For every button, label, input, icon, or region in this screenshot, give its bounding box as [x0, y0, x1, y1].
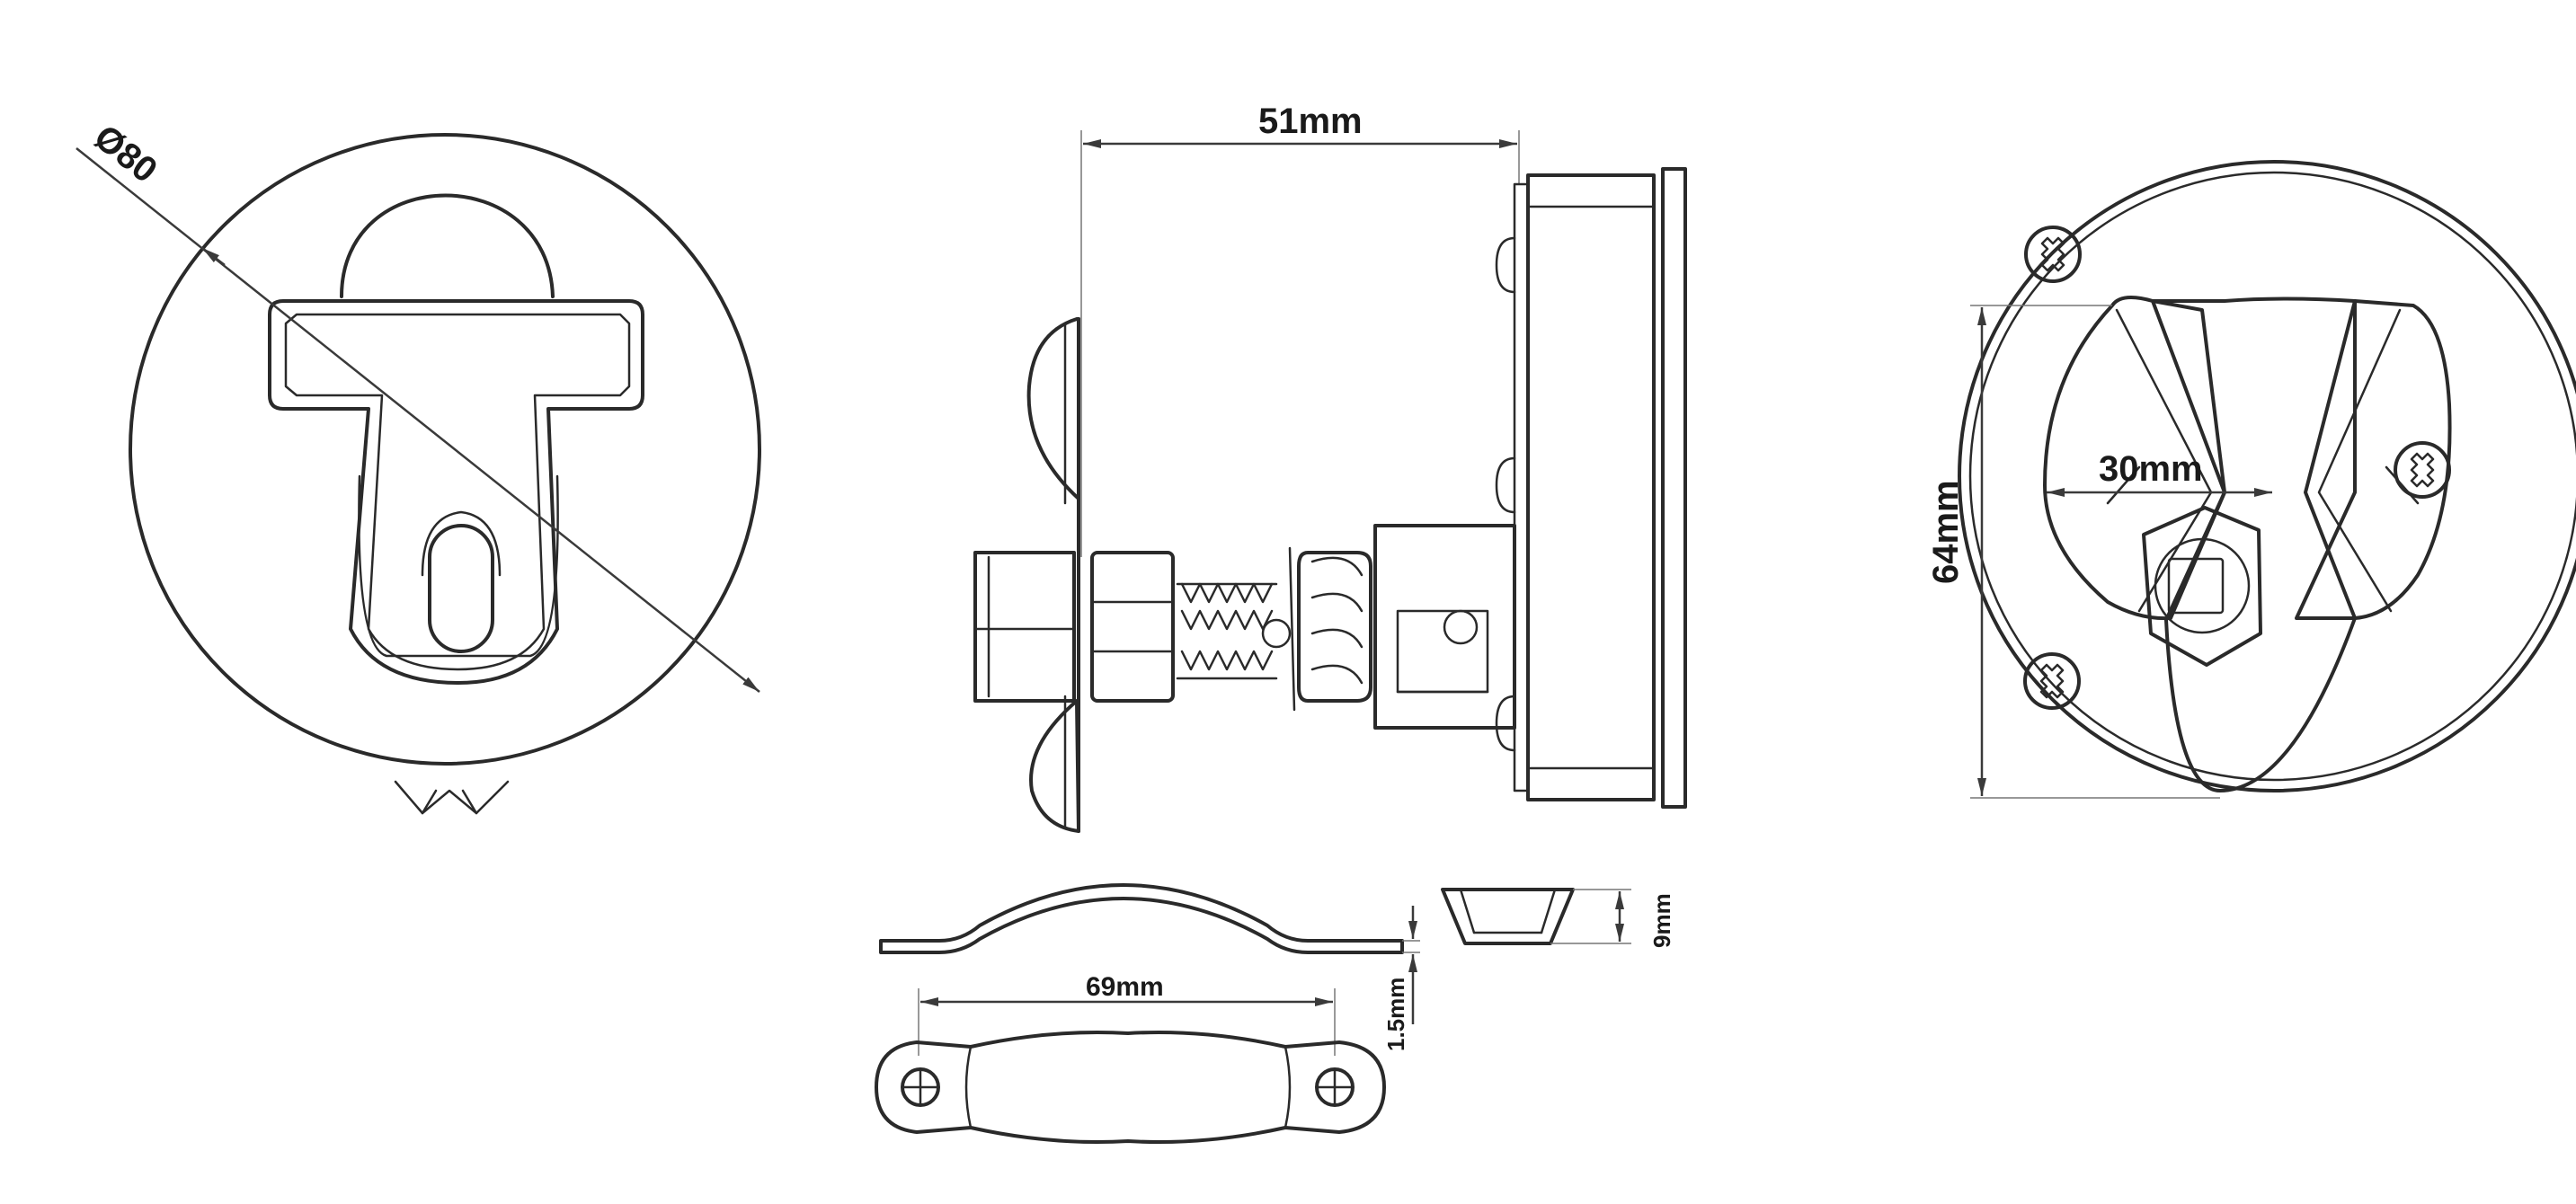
handle-length-label: 69mm: [1086, 972, 1164, 1002]
side-hex-nut: [1090, 551, 1175, 703]
side-handle-profile: [1026, 317, 1080, 833]
side-lock-hole: [1443, 609, 1479, 645]
front-bottom-tab: [394, 780, 510, 815]
rear-screw-top-left: [2024, 226, 2082, 283]
rear-bezel-inner: [1968, 171, 2576, 782]
rear-screw-bottom-left: [2023, 652, 2081, 710]
side-key-stub: [973, 551, 1076, 703]
thickness-label: 1.5mm: [1382, 978, 1409, 1051]
rear-key-square: [2167, 557, 2225, 615]
handle-side-profile: [879, 883, 1404, 954]
front-key-slot: [428, 524, 494, 653]
depth-label: 51mm: [1258, 102, 1363, 141]
front-bezel-circle: [129, 133, 761, 766]
side-screw-mid: [1495, 456, 1516, 514]
side-view: 51mm: [973, 102, 1687, 833]
side-coil-spring: [1288, 546, 1372, 712]
rear-screw-right: [2394, 441, 2451, 499]
diameter-label: Ø80: [86, 118, 164, 191]
bushing-view: 9mm: [1441, 888, 1675, 948]
handle-side-view: 1.5mm: [879, 883, 1420, 1051]
width-label: 30mm: [2099, 449, 2203, 489]
side-threaded-shaft: [1176, 582, 1292, 680]
side-screw-top: [1495, 236, 1516, 294]
handle-top-outline: [875, 1031, 1386, 1144]
handle-top-view: 69mm: [875, 972, 1386, 1144]
side-screw-bottom: [1495, 695, 1516, 752]
side-mount-plate: [1526, 173, 1656, 801]
side-lock-body: [1373, 524, 1516, 730]
height-label: 64mm: [1926, 480, 1966, 584]
side-bezel-flange: [1661, 167, 1687, 809]
diameter-dimension-line: [76, 147, 760, 693]
rear-view: 64mm 30mm: [1926, 160, 2576, 799]
front-recess-dome: [340, 193, 555, 298]
bushing-height-label: 9mm: [1648, 893, 1675, 948]
front-view: Ø80: [76, 118, 761, 815]
rear-hex-nut: [2142, 506, 2262, 667]
front-t-handle: [268, 299, 644, 685]
rear-bezel-outer: [1958, 160, 2576, 792]
